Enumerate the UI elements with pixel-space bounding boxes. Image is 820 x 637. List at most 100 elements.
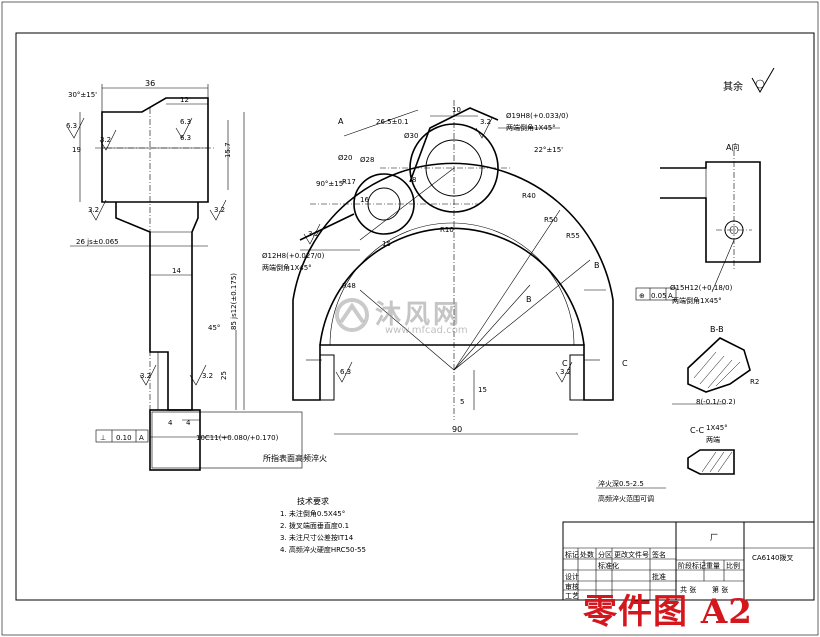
svg-text:Ø12H8(+0.027/0): Ø12H8(+0.027/0) [262,252,325,260]
hardening-note: 淬火深0.5-2.5 高频淬火范围可调 [596,479,666,503]
section-bb-title: B-B [710,325,724,334]
svg-text:90°±15': 90°±15' [316,180,345,188]
view-a [660,150,761,293]
svg-text:A: A [668,292,673,300]
svg-text:3. 未注尺寸公差按IT14: 3. 未注尺寸公差按IT14 [280,533,354,542]
svg-text:5: 5 [460,398,464,406]
svg-text:1. 未注倒角0.5X45°: 1. 未注倒角0.5X45° [280,509,345,518]
general-roughness-note: 其余 [723,67,775,93]
svg-text:R48: R48 [342,282,356,290]
left-view [67,84,303,471]
watermark-logo-icon [335,298,369,332]
svg-text:3.2: 3.2 [202,372,213,380]
svg-text:处数: 处数 [580,550,594,559]
svg-text:85 js12(±0.175): 85 js12(±0.175) [230,273,238,330]
watermark-url: www.mfcad.com [385,325,468,336]
svg-text:6.3: 6.3 [66,122,77,130]
svg-text:6.3: 6.3 [180,134,191,142]
svg-text:90: 90 [452,425,462,434]
svg-text:4: 4 [168,419,173,427]
drawing-caption: 零件图 A2 [583,592,753,632]
svg-text:30°±15': 30°±15' [68,91,97,99]
svg-text:0.05: 0.05 [651,292,667,300]
svg-text:两端倒角1X45°: 两端倒角1X45° [262,263,312,272]
svg-text:10: 10 [452,106,461,114]
svg-text:6.3: 6.3 [180,118,191,126]
svg-text:Ø15H12(+0.18/0): Ø15H12(+0.18/0) [670,284,733,292]
svg-text:45°: 45° [208,324,220,332]
svg-text:4. 高频淬火硬度HRC50-55: 4. 高频淬火硬度HRC50-55 [280,545,366,554]
title-block: 厂 CA6140拨叉 标记 设计 审核 工艺 处数 分区 更改文件号 签名 标准… [562,521,815,601]
svg-text:审核: 审核 [565,582,579,591]
svg-text:其余: 其余 [723,80,743,93]
svg-text:R2: R2 [750,378,759,386]
svg-text:⊥: ⊥ [100,434,106,442]
svg-text:CA6140拨叉: CA6140拨叉 [752,553,794,562]
main-view [292,100,614,435]
svg-text:B: B [526,295,532,304]
left-view-note: 所指表面高频淬火 [263,453,327,463]
svg-text:Ø20: Ø20 [338,154,352,162]
svg-text:技术要求: 技术要求 [297,496,329,506]
svg-text:26 js±0.065: 26 js±0.065 [76,238,119,246]
svg-text:8(-0.1/-0.2): 8(-0.1/-0.2) [696,398,736,406]
main-view-dimensions: 10 26.5±0.1 Ø19H8(+0.033/0) 两端倒角1X45° Ø3… [262,106,628,434]
svg-text:R17: R17 [342,178,356,186]
svg-text:Ø30: Ø30 [404,132,418,140]
svg-text:A: A [338,117,344,126]
svg-text:比例: 比例 [726,561,740,570]
svg-text:10C11(+0.080/+0.170): 10C11(+0.080/+0.170) [196,434,279,442]
svg-text:14: 14 [172,267,181,275]
watermark-name: 沐风网 [375,300,463,330]
svg-text:0.10: 0.10 [116,434,132,442]
technical-requirements: 技术要求 1. 未注倒角0.5X45° 2. 拨叉端面垂直度0.1 3. 未注尺… [280,496,366,554]
view-a-dims: Ø15H12(+0.18/0) 两端倒角1X45° ⊕ 0.05 A [635,284,733,305]
left-tolerance-frame: ⊥ 0.10 A [95,429,149,443]
svg-text:Ø19H8(+0.033/0): Ø19H8(+0.033/0) [506,112,569,120]
svg-text:12: 12 [180,96,189,104]
svg-text:15.7: 15.7 [224,142,232,158]
svg-text:A: A [139,434,144,442]
svg-text:R10: R10 [440,226,454,234]
svg-text:标记: 标记 [565,550,579,559]
svg-text:签名: 签名 [652,550,666,559]
svg-text:淬火深0.5-2.5: 淬火深0.5-2.5 [598,479,644,488]
section-cc: 1X45° 两端 [687,424,735,475]
svg-text:3.2: 3.2 [308,230,319,238]
svg-text:共 张: 共 张 [680,585,696,594]
section-bb: R2 8(-0.1/-0.2) [672,337,759,406]
svg-text:C: C [562,359,568,368]
svg-text:批准: 批准 [652,572,666,581]
svg-text:重量: 重量 [706,562,720,570]
svg-text:3.2: 3.2 [140,372,151,380]
svg-text:1X45°: 1X45° [706,424,728,432]
svg-text:高频淬火范围可调: 高频淬火范围可调 [598,494,654,503]
svg-text:分区: 分区 [598,550,612,559]
svg-text:3.2: 3.2 [100,136,111,144]
svg-text:Ø28: Ø28 [360,156,374,164]
svg-text:R55: R55 [566,232,580,240]
svg-text:3.2: 3.2 [214,206,225,214]
svg-text:25: 25 [220,371,228,380]
section-cc-title: C-C [690,426,704,435]
svg-text:工艺: 工艺 [565,592,579,600]
svg-text:R40: R40 [522,192,536,200]
svg-text:8: 8 [412,176,416,184]
svg-text:⊕: ⊕ [639,292,645,300]
svg-text:阶段标记: 阶段标记 [678,561,706,570]
inner-frame [15,32,815,601]
svg-text:C: C [622,359,628,368]
svg-text:3.2: 3.2 [480,118,491,126]
svg-text:36: 36 [145,79,155,88]
svg-text:R50: R50 [544,216,558,224]
view-a-title: A向 [726,142,739,152]
svg-text:厂: 厂 [710,533,718,542]
svg-text:3.2: 3.2 [560,368,571,376]
svg-text:15: 15 [478,386,487,394]
svg-text:更改文件号: 更改文件号 [614,550,649,559]
svg-text:26.5±0.1: 26.5±0.1 [376,118,409,126]
watermark: 沐风网 www.mfcad.com [333,294,493,344]
svg-text:B: B [594,261,600,270]
